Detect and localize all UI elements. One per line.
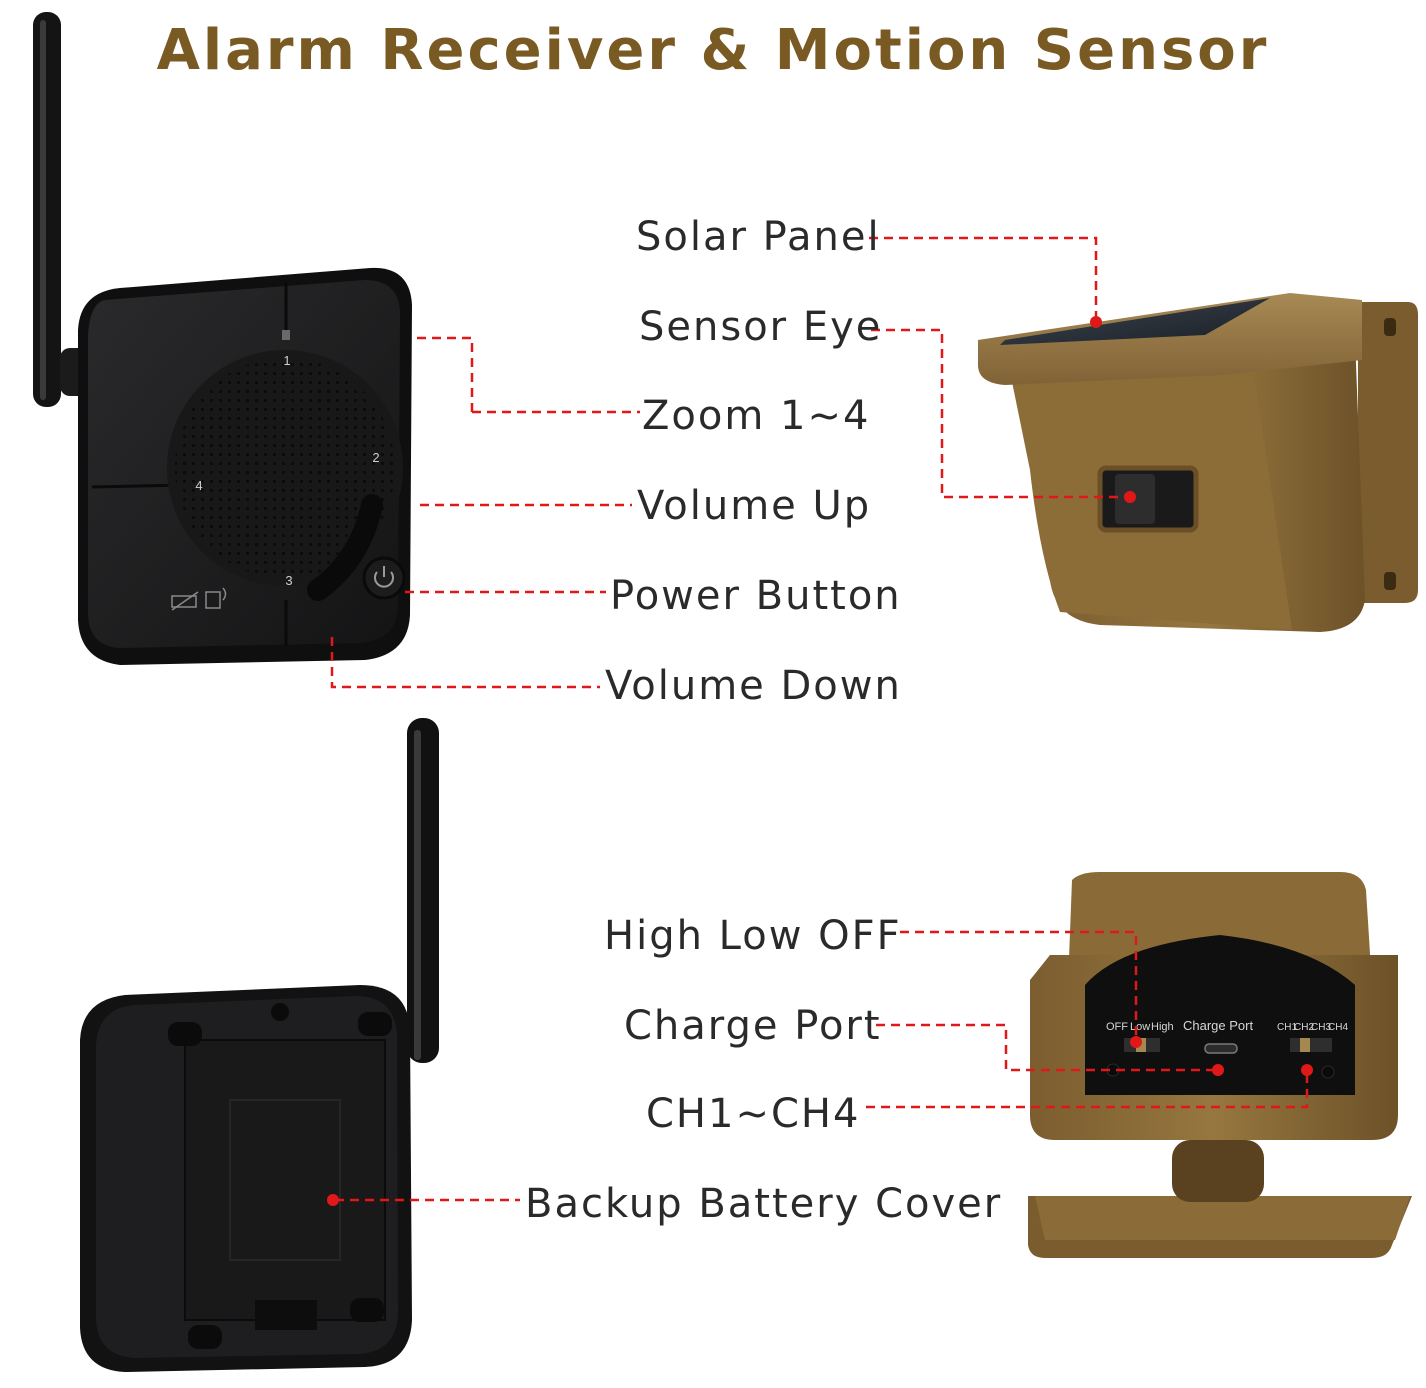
switch-off-text: OFF xyxy=(1106,1021,1128,1033)
label-high-low-off: High Low OFF xyxy=(604,913,902,959)
ch3-text: CH3 xyxy=(1311,1022,1331,1033)
ch2-text: CH2 xyxy=(1294,1022,1314,1033)
leader-eye xyxy=(871,328,1130,499)
label-volume-up: Volume Up xyxy=(637,483,872,529)
antenna xyxy=(33,12,94,407)
leader-solar xyxy=(869,236,1098,322)
zone-label-4: 4 xyxy=(195,478,202,493)
volume-rocker[interactable] xyxy=(307,494,383,601)
alarm-receiver-front: 1 2 3 4 xyxy=(33,12,412,665)
leader-switch xyxy=(900,930,1138,1042)
antenna-back xyxy=(407,718,439,1063)
motion-sensor-front xyxy=(978,293,1418,632)
foot-pad xyxy=(358,1012,392,1036)
control-panel xyxy=(1085,935,1355,1095)
switch-low-text: Low xyxy=(1130,1021,1150,1033)
swivel-joint xyxy=(1172,1140,1264,1202)
dot-channel xyxy=(1301,1064,1313,1076)
leader-charge xyxy=(876,1023,1218,1072)
leader-volume-down xyxy=(330,637,600,689)
label-volume-down: Volume Down xyxy=(605,663,902,709)
zone-label-2: 2 xyxy=(372,450,379,465)
power-button[interactable] xyxy=(362,556,406,600)
label-power-button: Power Button xyxy=(610,573,902,619)
alarm-receiver-back xyxy=(80,718,439,1372)
dot-eye xyxy=(1124,491,1136,503)
charge-port-text: Charge Port xyxy=(1183,1018,1253,1033)
ch1-text: CH1 xyxy=(1277,1022,1297,1033)
callout-dots xyxy=(327,316,1313,1206)
zone-label-1: 1 xyxy=(283,353,290,368)
label-sensor-eye: Sensor Eye xyxy=(639,304,883,350)
label-solar-panel: Solar Panel xyxy=(636,214,881,260)
battery-cover[interactable] xyxy=(184,1039,386,1321)
leader-channel xyxy=(866,1070,1309,1109)
sensor-alert-icon xyxy=(205,587,227,609)
label-ch1-ch4: CH1~CH4 xyxy=(646,1091,861,1137)
channel-switch[interactable] xyxy=(1290,1038,1332,1052)
dot-battery-cover xyxy=(327,1194,339,1206)
ch4-text: CH4 xyxy=(1328,1022,1348,1033)
label-backup-battery-cover: Backup Battery Cover xyxy=(525,1181,1003,1227)
sensor-hood xyxy=(978,293,1362,385)
foot-pad xyxy=(188,1325,222,1349)
foot-pad xyxy=(350,1298,384,1322)
label-charge-port: Charge Port xyxy=(624,1003,882,1049)
foot-pad xyxy=(168,1022,202,1046)
charge-port[interactable] xyxy=(1204,1043,1238,1054)
wall-bracket xyxy=(1358,302,1418,603)
zone-label-3: 3 xyxy=(285,573,292,588)
solar-panel xyxy=(1000,298,1270,345)
leader-lines xyxy=(330,236,1309,1202)
battery-status-icon xyxy=(171,591,199,611)
leader-zoom xyxy=(415,336,474,412)
dot-solar xyxy=(1090,316,1102,328)
dot-charge xyxy=(1212,1064,1224,1076)
dot-switch xyxy=(1130,1036,1142,1048)
motion-sensor-back: OFF Low High Charge Port CH1 CH2 CH3 CH4 xyxy=(1028,872,1412,1258)
label-zoom: Zoom 1~4 xyxy=(642,393,871,439)
page-title: Alarm Receiver & Motion Sensor xyxy=(156,18,1270,83)
switch-high-text: High xyxy=(1151,1021,1174,1033)
power-icon xyxy=(374,571,394,588)
wall-mount-hole xyxy=(271,1003,289,1021)
